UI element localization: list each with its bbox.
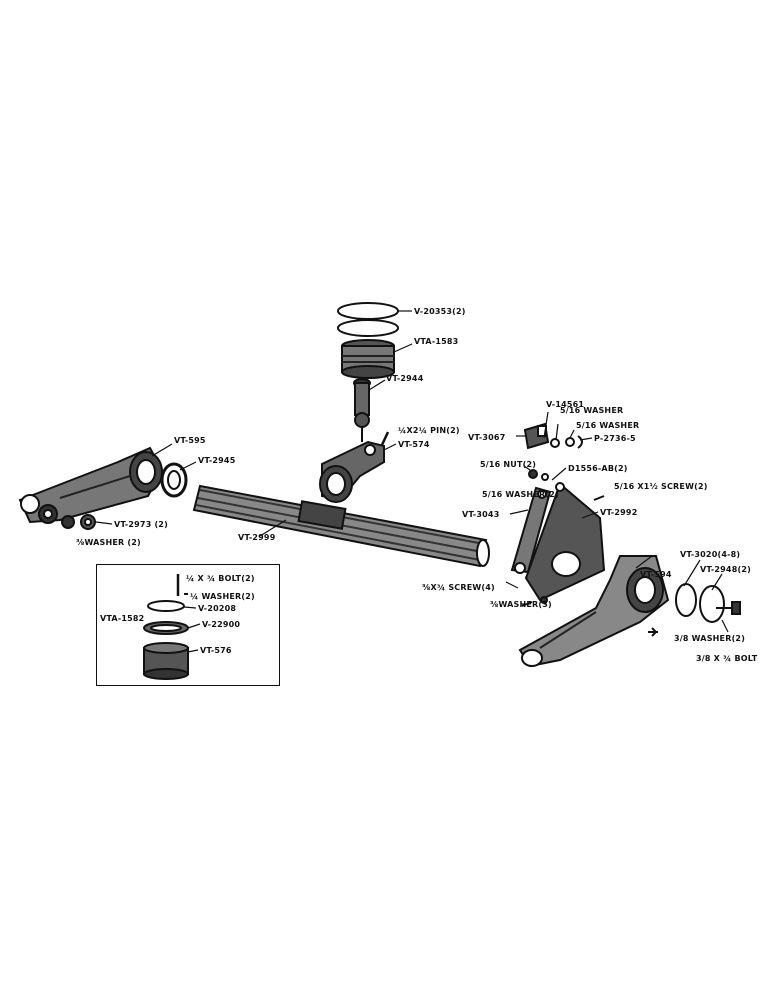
small-washer	[540, 596, 548, 604]
label-bolt-3-8: 3/8 X ¾ BOLT	[696, 654, 758, 663]
label-washer-left: ⅜WASHER (2)	[76, 538, 141, 547]
clip	[577, 435, 583, 449]
label-washer-5-16-b: 5/16 WASHER	[576, 421, 640, 430]
piston	[341, 339, 395, 379]
washer-small-1	[550, 438, 560, 448]
label-vta-1582: VTA-1582	[100, 614, 145, 623]
label-vt-2948: VT-2948(2)	[700, 565, 751, 574]
rocker-arm	[319, 440, 385, 503]
small-screw	[521, 601, 533, 607]
label-v-14561: V-14561	[546, 400, 585, 409]
plate	[524, 482, 606, 602]
washer-small-2	[565, 437, 575, 447]
bracket	[523, 422, 550, 450]
label-vt-2973: VT-2973 (2)	[114, 520, 168, 529]
label-v-22900: V-22900	[202, 620, 241, 629]
label-vt-594: VT-594	[640, 570, 672, 579]
label-washer-5-16-2: 5/16 WASHER(2)	[482, 490, 559, 499]
label-vt-595: VT-595	[174, 436, 206, 445]
pin	[380, 431, 390, 446]
seal	[160, 462, 188, 498]
label-screw-4: ⅜X¾ SCREW(4)	[422, 583, 495, 592]
label-p-2736: P-2736-5	[594, 434, 636, 443]
label-vt-2944: VT-2944	[386, 374, 424, 383]
label-pin: ¼X2¼ PIN(2)	[398, 426, 460, 435]
label-vt-2945: VT-2945	[198, 456, 236, 465]
inset-frame	[96, 564, 280, 686]
nut-5-16	[528, 469, 538, 479]
label-washer-5-16-a: 5/16 WASHER	[560, 406, 624, 415]
leader-lines	[95, 310, 729, 653]
label-v-20353: V-20353(2)	[414, 307, 466, 316]
washer-5-16	[541, 473, 549, 481]
nut-and-washer	[61, 514, 96, 530]
label-vt-2992: VT-2992	[600, 508, 638, 517]
piston-ring-top	[337, 302, 399, 320]
label-inset-bolt: ¼ X ¾ BOLT(2)	[186, 574, 255, 583]
label-vt-574: VT-574	[398, 440, 430, 449]
shaft	[192, 484, 490, 568]
label-vt-3020: VT-3020(4-8)	[680, 550, 741, 559]
connecting-rod	[353, 378, 371, 442]
label-nut: 5/16 NUT(2)	[480, 460, 537, 469]
inset-bushing-assembly	[143, 574, 189, 680]
disc	[699, 585, 725, 623]
lever-arm-right	[518, 555, 670, 668]
label-v-20208: V-20208	[198, 604, 237, 613]
lever-arm-left	[18, 446, 164, 524]
label-screw-5-16: 5/16 X1½ SCREW(2)	[614, 482, 708, 491]
label-washer-3: ⅜WASHER(3)	[490, 600, 552, 609]
label-washer-3-8-2: 3/8 WASHER(2)	[674, 634, 746, 643]
shim	[675, 583, 697, 617]
label-vta-1583: VTA-1583	[414, 337, 459, 346]
bolt-3-8	[716, 601, 741, 615]
label-vt-3043: VT-3043	[462, 510, 500, 519]
label-vt-2999: VT-2999	[238, 533, 276, 542]
screw-5-16	[593, 495, 605, 501]
piston-ring-second	[337, 319, 399, 337]
label-vt-576: VT-576	[200, 646, 232, 655]
label-inset-washer: ¼ WASHER(2)	[190, 592, 255, 601]
label-d1556: D1556-AB(2)	[568, 464, 628, 473]
label-vt-3067: VT-3067	[468, 433, 506, 442]
washer-3-8	[648, 627, 658, 637]
